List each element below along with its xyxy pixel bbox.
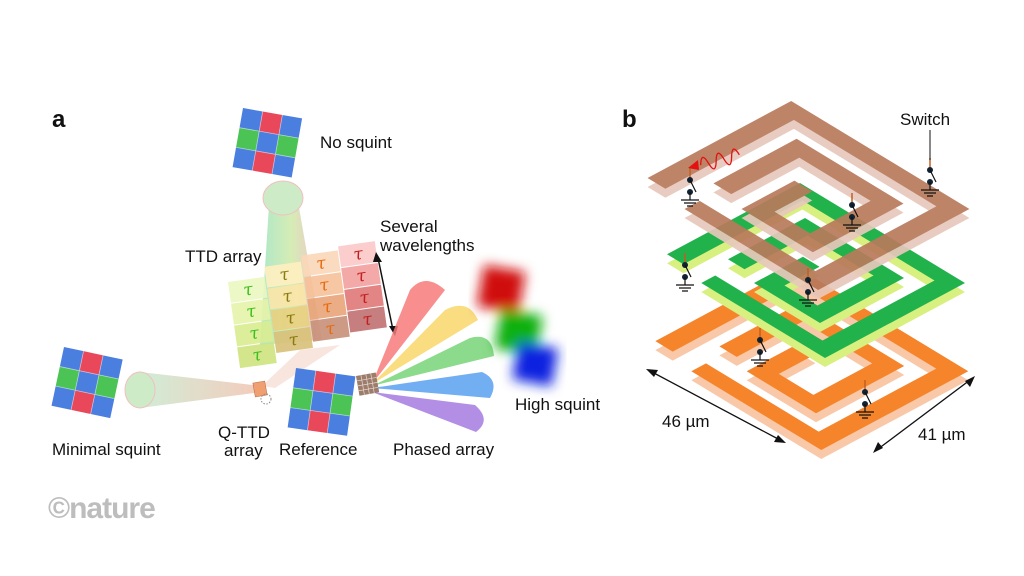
tau-symbol: τ: [284, 308, 297, 329]
dimension-46-label: 46 µm: [662, 412, 710, 431]
q-ttd-label-2: array: [224, 441, 263, 460]
tau-symbol: τ: [248, 323, 261, 344]
tau-symbol: τ: [251, 345, 264, 366]
panel-b-label: b: [622, 106, 637, 133]
switch-label: Switch: [900, 110, 950, 129]
dimension-41-label: 41 µm: [918, 425, 966, 444]
minimal-squint-pixel-grid: [51, 346, 124, 419]
tau-symbol: τ: [315, 253, 328, 274]
ttd-cell: [237, 342, 277, 369]
ttd-cell: [347, 306, 387, 333]
tau-symbol: τ: [245, 301, 258, 322]
reference-pixel-grid: [287, 367, 356, 437]
tau-symbol: τ: [358, 288, 371, 309]
inductor-trace: [719, 303, 905, 414]
nature-logo: ©nature: [48, 492, 155, 525]
several-wavelengths-label-1: Several: [380, 217, 438, 236]
ttd-cell: [234, 320, 274, 347]
ttd-cell: [310, 315, 350, 342]
ttd-cell: [273, 327, 313, 353]
inductor-trace: [647, 101, 970, 290]
dimension-arrow-41: [873, 376, 975, 453]
ttd-cell: [228, 276, 268, 303]
switch-ground-icon: [921, 158, 939, 197]
no-squint-pixel-grid: [232, 107, 303, 178]
ttd-cell: [264, 261, 304, 288]
tau-symbol: τ: [281, 286, 294, 307]
no-squint-beam-cap: [262, 180, 304, 216]
inductor-trace: [713, 138, 904, 253]
high-squint-label: High squint: [515, 395, 600, 414]
ttd-cell: [267, 283, 307, 310]
top-brown-layer: [647, 101, 970, 299]
q-ttd-label-1: Q-TTD: [218, 423, 270, 442]
ttd-cell: [231, 298, 271, 325]
q-ttd-array: [252, 380, 272, 405]
high-squint-blurred-image: [476, 264, 559, 387]
switch-ground-icon: [751, 328, 769, 367]
ttd-cell: [338, 241, 378, 268]
ttd-cell: [304, 272, 344, 299]
tau-symbol: τ: [324, 319, 337, 340]
dimension-arrow-46: [646, 369, 786, 443]
switches: [676, 158, 939, 419]
tau-symbol: τ: [278, 264, 291, 285]
inductor-layers: [647, 101, 970, 459]
switch-ground-icon: [843, 193, 861, 232]
tau-symbol: τ: [352, 244, 365, 265]
tau-symbol: τ: [361, 309, 374, 330]
no-squint-label: No squint: [320, 133, 392, 152]
ttd-cell: [341, 262, 381, 289]
input-signal-wave-icon: [700, 148, 740, 170]
ttd-cell: [270, 305, 310, 332]
switch-ground-icon: [676, 253, 694, 292]
ttd-cell: [344, 284, 384, 311]
minimal-squint-beam-cap: [124, 371, 156, 409]
tau-symbol: τ: [242, 280, 255, 301]
phased-array-element: [356, 372, 380, 396]
phased-array-beams: [372, 281, 494, 432]
tau-symbol: τ: [318, 275, 331, 296]
panel-a-label: a: [52, 106, 66, 133]
tau-symbol: τ: [321, 297, 334, 318]
reference-label: Reference: [279, 440, 357, 459]
several-wavelengths-label-2: wavelengths: [379, 236, 475, 255]
switch-ground-icon: [856, 380, 874, 419]
input-arrowhead: [688, 160, 699, 170]
phased-array-label: Phased array: [393, 440, 495, 459]
tau-symbol: τ: [287, 330, 300, 351]
switch-ground-icon: [681, 168, 699, 207]
ttd-to-qttd-beam: [262, 345, 340, 388]
minimal-squint-label: Minimal squint: [52, 440, 161, 459]
ttd-cell: [307, 294, 347, 320]
ttd-array-label: TTD array: [185, 247, 262, 266]
minimal-squint-beam: [140, 372, 262, 408]
switch-ground-icon: [799, 268, 817, 307]
ttd-cell: [301, 250, 341, 277]
tau-symbol: τ: [355, 266, 368, 287]
